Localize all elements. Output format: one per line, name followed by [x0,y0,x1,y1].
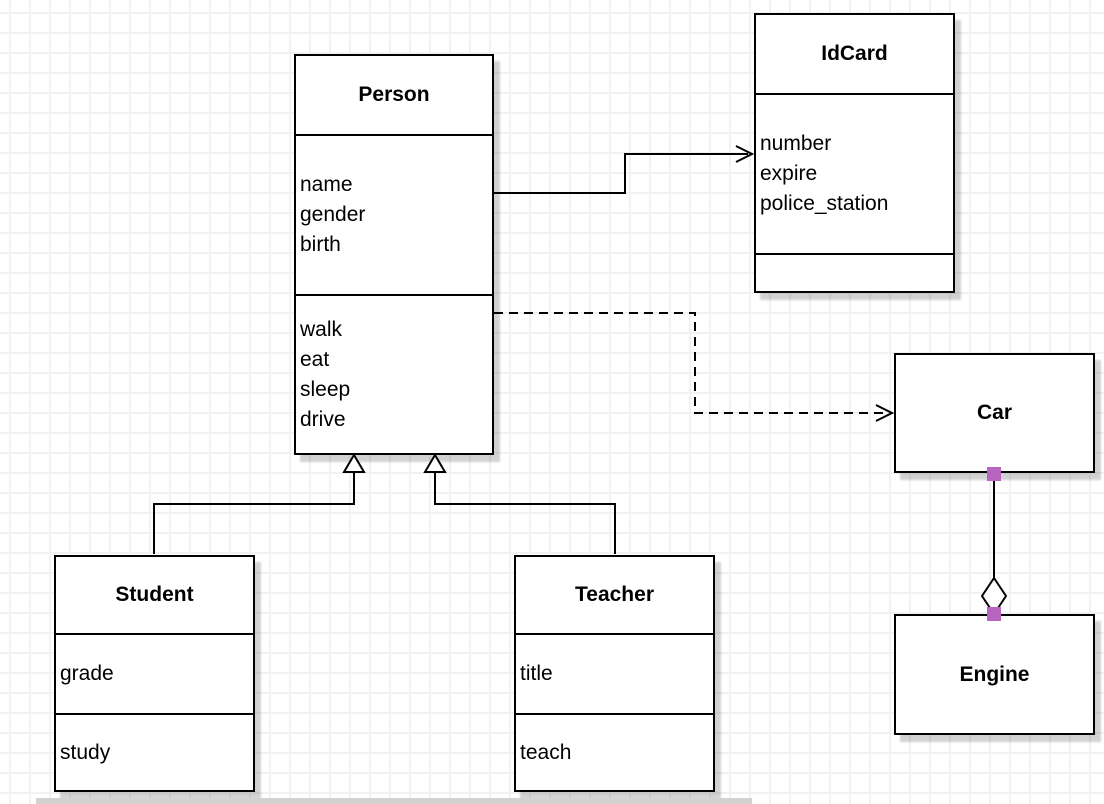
open-arrowhead-icon [875,404,895,422]
attribute: title [520,662,553,685]
connector-person-idcard[interactable] [494,145,755,194]
class-person-attributes: name gender birth [296,136,492,296]
attribute: number [760,132,832,155]
bottom-shadow-strip [36,798,752,804]
generalization-line[interactable] [153,471,355,554]
class-person-methods: walk eat sleep drive [296,296,492,453]
attribute: name [300,173,353,196]
class-person-title: Person [296,56,492,136]
class-engine[interactable]: Engine [894,614,1095,735]
class-car-title: Car [976,401,1013,424]
class-person[interactable]: Person name gender birth walk eat sleep … [294,54,494,455]
attribute: birth [300,233,341,256]
method: sleep [300,377,351,401]
connector-person-car[interactable] [494,312,895,422]
attribute: gender [300,203,366,226]
hollow-diamond-icon [980,576,1008,616]
class-idcard[interactable]: IdCard number expire police_station [754,13,955,293]
class-teacher-methods: teach [516,715,713,790]
method: walk [300,317,343,341]
method: study [60,740,111,764]
class-student-attributes: grade [56,635,253,715]
class-idcard-attributes: number expire police_station [756,95,953,255]
method: teach [520,740,572,764]
attribute: grade [60,662,114,685]
generalization-line[interactable] [434,471,616,554]
class-teacher-title: Teacher [516,557,713,635]
method: eat [300,347,330,371]
hollow-triangle-icon [342,453,366,473]
class-teacher-attributes: title [516,635,713,715]
class-student-methods: study [56,715,253,790]
connector-student-person[interactable] [153,453,366,554]
class-idcard-methods-empty [756,255,953,291]
method: drive [300,407,346,431]
dependency-line[interactable] [494,312,884,414]
connector-car-engine[interactable] [980,467,1008,621]
open-arrowhead-icon [735,145,755,163]
association-line[interactable] [494,153,748,194]
class-engine-title: Engine [959,662,1030,686]
class-student[interactable]: Student grade study [54,555,255,792]
attribute: expire [760,162,818,185]
class-teacher[interactable]: Teacher title teach [514,555,715,792]
connector-teacher-person[interactable] [423,453,616,554]
class-car[interactable]: Car [894,353,1095,473]
hollow-triangle-icon [423,453,447,473]
attribute: police_station [760,192,889,215]
class-idcard-title: IdCard [756,15,953,95]
class-student-title: Student [56,557,253,635]
